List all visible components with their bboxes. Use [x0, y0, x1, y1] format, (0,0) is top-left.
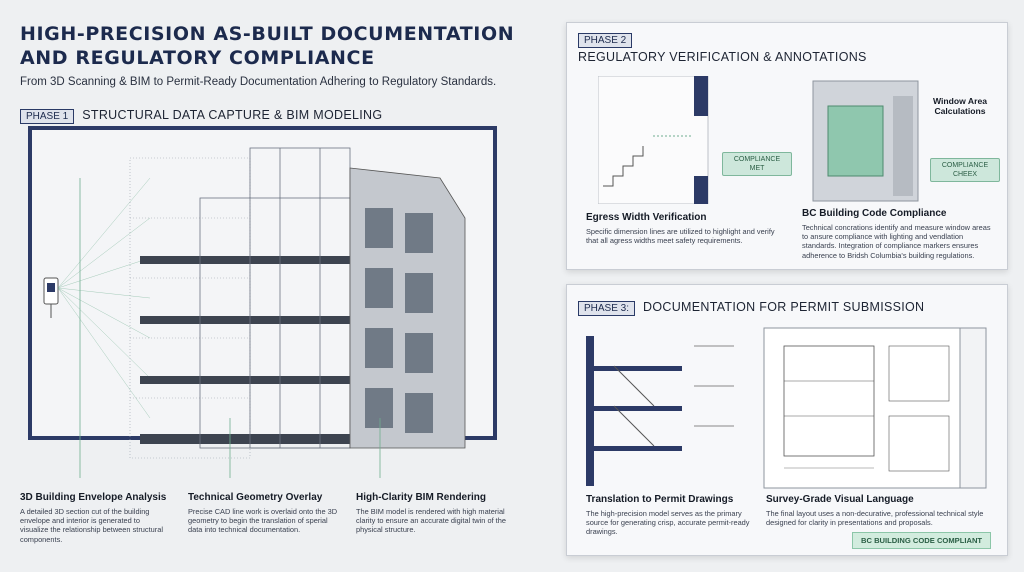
phase2-tag: PHASE 2: [578, 33, 633, 48]
compliance-check-badge: COMPLIANCE CHEEX: [930, 158, 1000, 182]
caption-title: Technical Geometry Overlay: [188, 492, 323, 503]
callout-lines: [79, 178, 381, 478]
title-line-1: HIGH-PRECISION AS-BUILT DOCUMENTATION: [20, 23, 515, 45]
phase1-heading: STRUCTURAL DATA CAPTURE & BIM MODELING: [82, 108, 383, 122]
window-area-label: Window Area Calculations: [932, 96, 988, 116]
caption-title: 3D Building Envelope Analysis: [20, 492, 167, 503]
phase1-caption-2: Technical Geometry Overlay Precise CAD l…: [188, 492, 338, 535]
phase1-header: PHASE 1 STRUCTURAL DATA CAPTURE & BIM MOD…: [20, 106, 382, 124]
caption-body: The BIM model is rendered with high mate…: [356, 507, 506, 535]
phase2-caption-1: Egress Width Verification Specific dimen…: [586, 212, 776, 245]
phase3-header: PHASE 3: DOCUMENTATION FOR PERMIT SUBMISS…: [578, 298, 924, 316]
phase1-caption-1: 3D Building Envelope Analysis A detailed…: [20, 492, 170, 544]
permit-drawing-sheet: [763, 327, 987, 489]
caption-body: Technical concrations identify and measu…: [802, 223, 991, 260]
permit-section-drawing: [586, 336, 734, 486]
phase2-heading: REGULATORY VERIFICATION & ANNOTATIONS: [578, 50, 867, 64]
phase1-illustration: [28, 126, 497, 478]
phase3-caption-1: Translation to Permit Drawings The high-…: [586, 494, 756, 537]
bim-facade: [349, 167, 466, 449]
compliance-met-badge: COMPLIANCE MET: [722, 152, 792, 176]
page-subtitle: From 3D Scanning & BIM to Permit-Ready D…: [20, 76, 497, 88]
phase2-tag-wrap: PHASE 2: [578, 30, 640, 48]
scan-rays: [57, 177, 151, 419]
title-line-2: AND REGULATORY COMPLIANCE: [20, 47, 375, 69]
caption-title: BC Building Code Compliance: [802, 208, 947, 219]
phase2-caption-2: BC Building Code Compliance Technical co…: [802, 208, 998, 260]
laser-scanner-icon: [43, 277, 59, 318]
caption-body: The high-precision model serves as the p…: [586, 509, 750, 537]
phase1-caption-3: High-Clarity BIM Rendering The BIM model…: [356, 492, 506, 535]
phase2-illustration: [598, 76, 919, 204]
phase3-heading: DOCUMENTATION FOR PERMIT SUBMISSION: [643, 300, 925, 314]
bc-code-compliant-badge: BC BUILDING CODE COMPLIANT: [852, 532, 992, 549]
phase3-illustration: [586, 327, 987, 489]
building-slabs: [140, 256, 450, 444]
caption-body: Specific dimension lines are utilized to…: [586, 227, 775, 246]
caption-title: High-Clarity BIM Rendering: [356, 492, 487, 503]
window-facade-drawing: [812, 80, 919, 202]
phase3-tag: PHASE 3:: [578, 301, 636, 316]
caption-title: Egress Width Verification: [586, 212, 707, 223]
caption-body: Precise CAD line work is overlaid onto t…: [188, 507, 338, 535]
caption-title: Translation to Permit Drawings: [586, 494, 734, 505]
phase3-caption-2: Survey-Grade Visual Language The final l…: [766, 494, 996, 527]
caption-body: A detailed 3D section cut of the buildin…: [20, 507, 163, 544]
phase1-tag: PHASE 1: [20, 109, 75, 124]
caption-body: The final layout uses a non-decurative, …: [766, 509, 984, 528]
page-title: HIGH-PRECISION AS-BUILT DOCUMENTATION AN…: [20, 22, 540, 70]
caption-title: Survey-Grade Visual Language: [766, 494, 914, 505]
egress-stair-drawing: [598, 76, 709, 204]
